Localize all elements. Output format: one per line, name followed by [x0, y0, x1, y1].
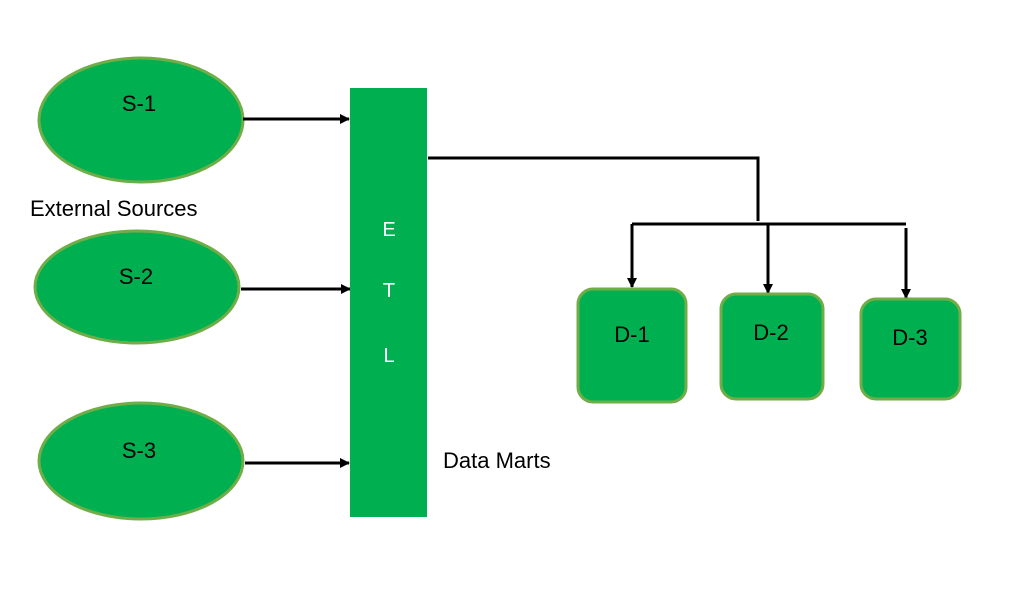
mart-d1: D-1	[576, 287, 688, 404]
data-marts-label: Data Marts	[443, 448, 551, 473]
source-s2-shape	[33, 229, 241, 345]
mart-d2: D-2	[719, 292, 825, 401]
source-s3-label: S-3	[122, 438, 156, 463]
etl-letter-t: T	[383, 280, 395, 302]
etl-letter-e: E	[382, 219, 395, 241]
mart-d1-label: D-1	[614, 322, 649, 347]
source-s3-shape	[37, 401, 245, 521]
source-s1-shape	[37, 56, 245, 184]
mart-d2-label: D-2	[753, 320, 788, 345]
mart-d3-label: D-3	[892, 325, 927, 350]
source-s2: S-2	[33, 229, 241, 345]
source-s2-label: S-2	[119, 264, 153, 289]
mart-d1-shape	[576, 287, 688, 404]
source-s3: S-3	[37, 401, 245, 521]
mart-d3: D-3	[859, 297, 962, 401]
mart-d2-shape	[719, 292, 825, 401]
mart-d3-shape	[859, 297, 962, 401]
source-s1: S-1	[37, 56, 245, 184]
source-s1-label: S-1	[122, 91, 156, 116]
etl-letter-l: L	[383, 345, 394, 367]
connector-trunk	[428, 156, 760, 221]
etl-bar-shape	[350, 88, 427, 517]
etl-to-marts-connector	[428, 156, 906, 226]
etl-bar: E T L	[350, 88, 427, 517]
external-sources-label: External Sources	[30, 196, 198, 221]
